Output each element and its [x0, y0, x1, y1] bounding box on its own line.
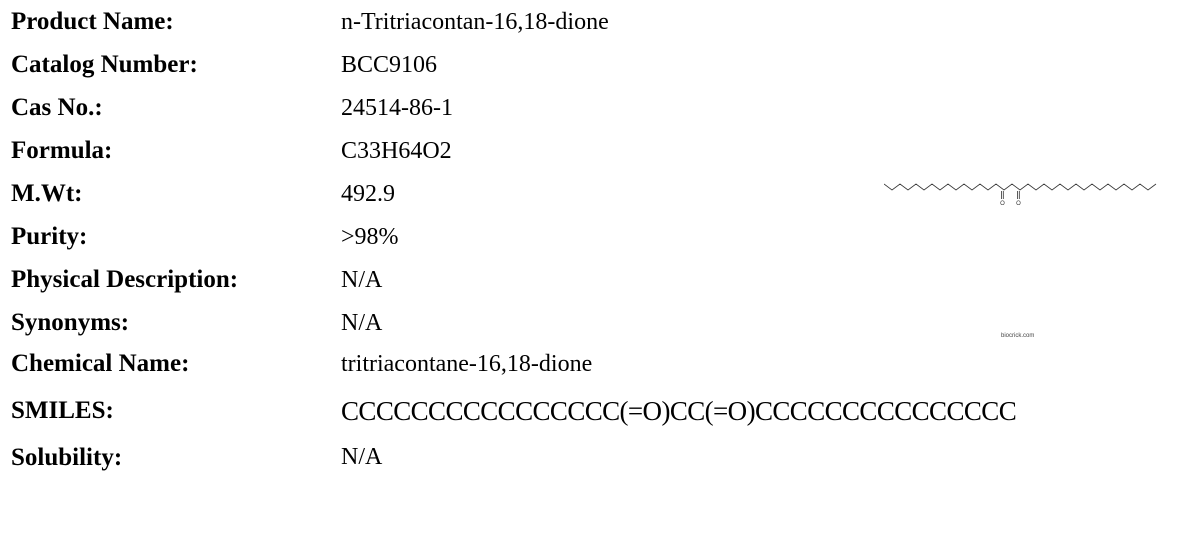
molecular-weight-value: 492.9 [341, 181, 395, 207]
catalog-number-value: BCC9106 [341, 52, 438, 78]
synonyms-label: Synonyms: [11, 309, 130, 336]
cas-number-value: 24514-86-1 [341, 95, 453, 121]
carbon-chain-bonds [884, 183, 1157, 191]
physical-description-value: N/A [341, 267, 383, 293]
oxygen-atom-label-left: O [1000, 201, 1005, 207]
purity-row: Purity: >98% [11, 215, 1181, 258]
product-name-row: Product Name: n-Tritriacontan-16,18-dion… [11, 0, 1181, 43]
formula-label: Formula: [11, 137, 113, 164]
catalog-number-row: Catalog Number: BCC9106 [11, 43, 1181, 86]
synonyms-value: N/A [341, 310, 383, 336]
product-spec-table: Product Name: n-Tritriacontan-16,18-dion… [11, 0, 1181, 473]
synonyms-row: Synonyms: N/A [11, 301, 1181, 344]
chemical-name-value: tritriacontane-16,18-dione [341, 351, 593, 377]
smiles-value: CCCCCCCCCCCCCCCC(=O)CC(=O)CCCCCCCCCCCCCC… [341, 396, 1017, 426]
product-name-value: n-Tritriacontan-16,18-dione [341, 9, 609, 35]
solubility-value: N/A [341, 444, 383, 470]
chemical-name-row: Chemical Name: tritriacontane-16,18-dion… [11, 344, 1181, 387]
chemical-name-label: Chemical Name: [11, 350, 190, 377]
purity-label: Purity: [11, 223, 88, 250]
biocrick-watermark: biocrick.com [1001, 333, 1035, 339]
molecular-weight-row: M.Wt: 492.9 [11, 172, 1181, 215]
solubility-label: Solubility: [11, 444, 123, 471]
solubility-row: Solubility: N/A [11, 430, 1181, 473]
physical-description-label: Physical Description: [11, 266, 239, 293]
chemical-structure-image: O O [884, 183, 1157, 207]
oxygen-atom-label-right: O [1016, 201, 1021, 207]
purity-value: >98% [341, 224, 399, 250]
catalog-number-label: Catalog Number: [11, 51, 198, 78]
smiles-row: SMILES: CCCCCCCCCCCCCCCC(=O)CC(=O)CCCCCC… [11, 387, 1181, 430]
formula-value: C33H64O2 [341, 138, 452, 164]
smiles-label: SMILES: [11, 397, 114, 424]
cas-number-row: Cas No.: 24514-86-1 [11, 86, 1181, 129]
formula-row: Formula: C33H64O2 [11, 129, 1181, 172]
product-name-label: Product Name: [11, 8, 174, 35]
molecular-weight-label: M.Wt: [11, 180, 83, 207]
physical-description-row: Physical Description: N/A [11, 258, 1181, 301]
cas-number-label: Cas No.: [11, 94, 103, 121]
